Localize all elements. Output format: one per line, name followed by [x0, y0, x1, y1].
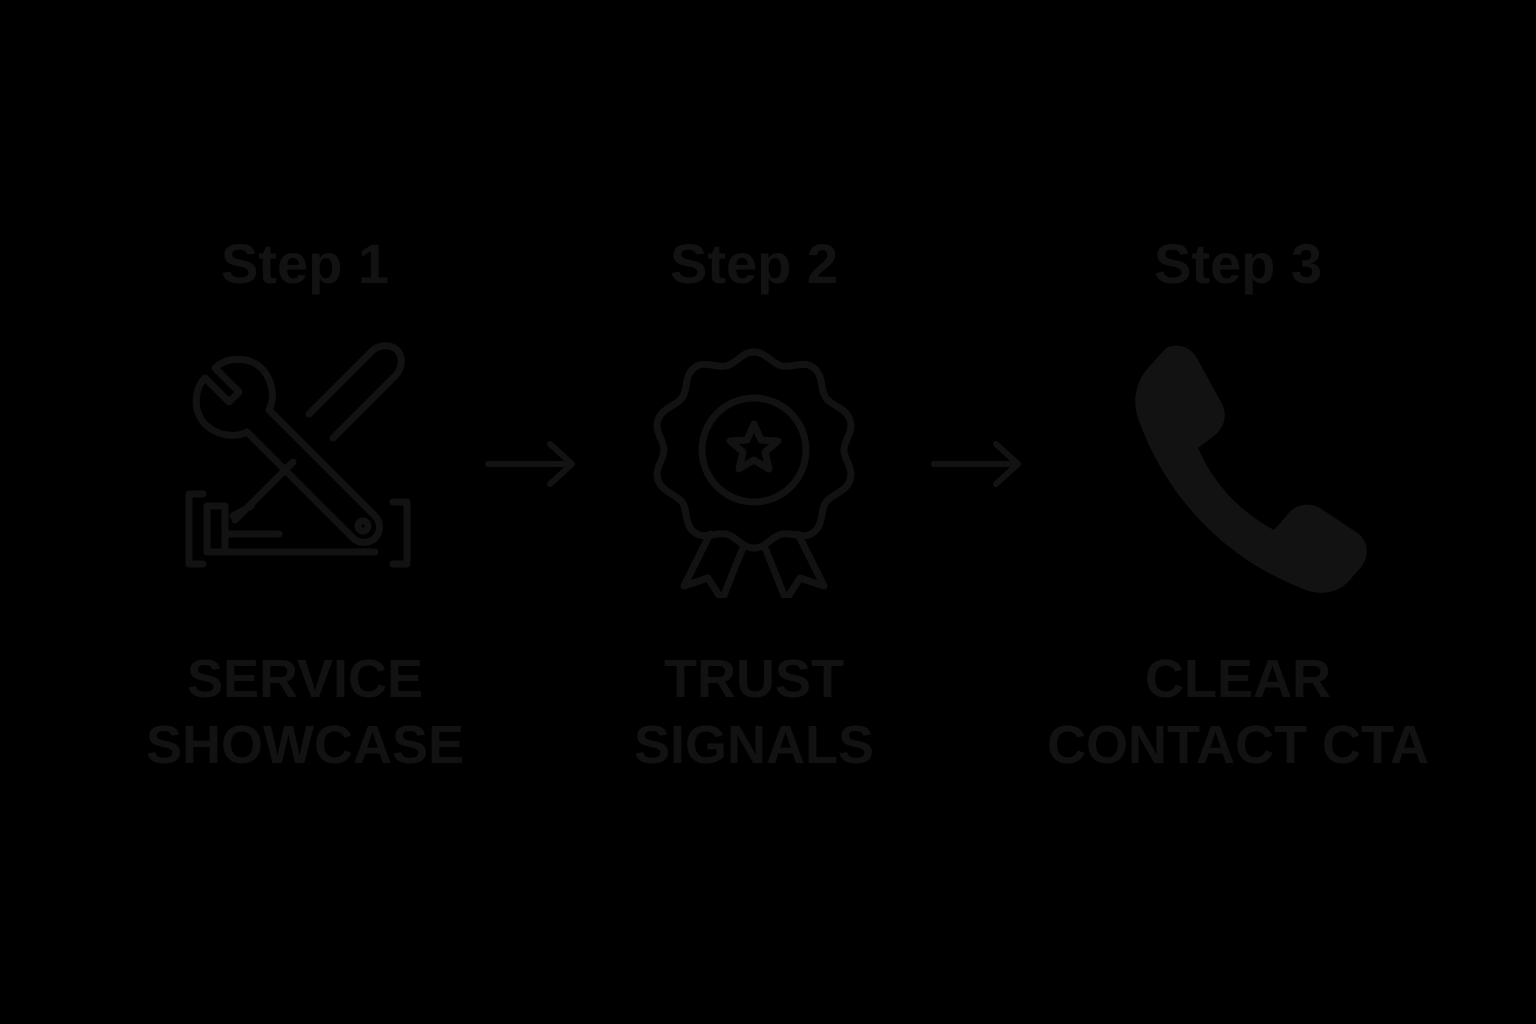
step-3-caption-line-1: CLEAR: [1145, 649, 1331, 709]
step-3-caption: CLEAR CONTACT CTA: [1047, 646, 1429, 778]
arrow-right-icon: [482, 434, 582, 494]
step-1-title: Step 1: [220, 232, 390, 295]
step-1-caption-line-2: SHOWCASE: [145, 715, 464, 775]
step-1: Step 1 SERVICE SHOWCASE: [95, 228, 515, 778]
step-2: Step 2 TRUST SIGNALS: [544, 228, 964, 778]
step-3-caption-line-2: CONTACT CTA: [1047, 715, 1429, 775]
wrench-and-screwdriver-icon: [175, 338, 435, 598]
step-2-caption-line-1: TRUST: [664, 649, 844, 709]
arrow-right-icon: [928, 434, 1028, 494]
step-2-caption-line-2: SIGNALS: [633, 715, 875, 775]
step-3: Step 3 CLEAR CONTACT CTA: [1028, 228, 1448, 778]
phone-handset-icon: [1108, 338, 1368, 598]
step-2-title: Step 2: [669, 232, 839, 295]
step-2-caption: TRUST SIGNALS: [634, 646, 874, 778]
step-1-caption: SERVICE SHOWCASE: [146, 646, 464, 778]
step-1-caption-line-1: SERVICE: [186, 649, 424, 709]
award-ribbon-star-icon: [624, 338, 884, 598]
step-3-title: Step 3: [1153, 232, 1323, 295]
